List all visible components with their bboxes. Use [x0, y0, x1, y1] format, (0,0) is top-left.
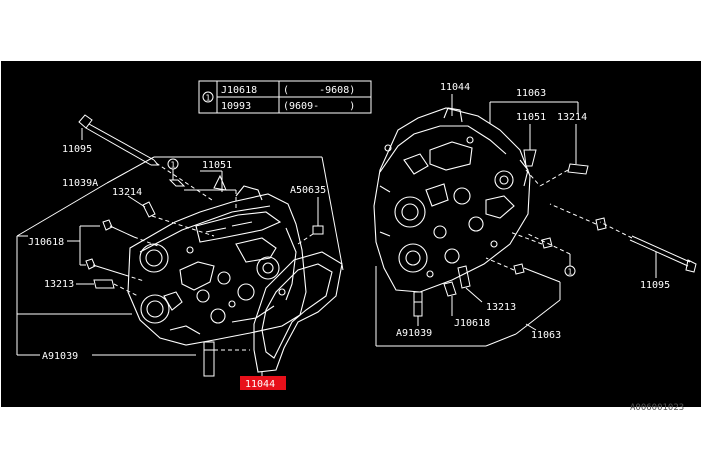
left-view: 11095 11039A 13214 1 11051 A50635 J10618 [16, 114, 344, 390]
left-plug-a50635-drawing [312, 225, 324, 235]
right-label-13213: 13213 [486, 302, 516, 313]
legend-row1-range: ( -9608) [283, 85, 355, 96]
left-label-11039a: 11039A [62, 178, 98, 189]
left-label-13213: 13213 [44, 279, 74, 290]
right-label-13214: 13214 [557, 112, 587, 123]
right-view: 11044 11063 11051 13214 11095 1 [373, 82, 697, 347]
right-label-j10618: J10618 [454, 318, 490, 329]
footer-diagram-code: A006001023 [630, 403, 684, 413]
legend-marker-number: 1 [206, 94, 211, 103]
right-circle-number: 1 [568, 268, 573, 277]
left-head-gasket-drawing [253, 251, 343, 373]
left-label-13214: 13214 [112, 187, 142, 198]
left-label-a91039: A91039 [42, 351, 78, 362]
left-bolt-13213-drawing [93, 279, 115, 289]
right-pin-a91039-drawing [413, 291, 423, 317]
left-label-a50635: A50635 [290, 185, 326, 196]
right-label-11063-top: 11063 [516, 88, 546, 99]
left-stud-11051-drawing [213, 174, 227, 191]
legend-table: 1 J10618 ( -9608) 10993 (9609- ) [198, 80, 372, 114]
left-label-11044[interactable]: 11044 [245, 379, 275, 390]
left-bolt-13214-drawing [142, 201, 156, 218]
right-label-a91039: A91039 [396, 328, 432, 339]
right-label-11044: 11044 [440, 82, 470, 93]
legend-row1-part: J10618 [221, 85, 257, 96]
right-bolt-lower-drawing [513, 263, 525, 275]
diagram-background [0, 60, 702, 408]
left-circle-number: 1 [171, 161, 176, 170]
left-label-j10618: J10618 [28, 237, 64, 248]
left-pin-a91039-drawing [203, 341, 215, 377]
right-label-11063-bottom: 11063 [531, 330, 561, 341]
right-bolt-upper-drawing [541, 237, 553, 249]
left-label-11051: 11051 [202, 160, 232, 171]
right-cylinder-head-drawing [373, 107, 531, 293]
left-label-11044-highlight[interactable] [240, 376, 286, 390]
left-bolt-11095-drawing [78, 114, 213, 201]
left-label-11095: 11095 [62, 144, 92, 155]
legend-row2-part: 10993 [221, 101, 251, 112]
left-cylinder-head-drawing [127, 185, 307, 346]
right-label-11051: 11051 [516, 112, 546, 123]
right-bolt-11095-drawing [549, 203, 697, 273]
right-label-11095: 11095 [640, 280, 670, 291]
legend-row2-range: (9609- ) [283, 101, 355, 112]
right-bolt-13213-drawing [457, 265, 471, 289]
right-bolt-j10618-drawing [443, 281, 457, 297]
right-stud-11051-drawing [523, 149, 537, 167]
legend-circle-marker [202, 91, 214, 103]
right-bolt-13214-drawing [567, 163, 589, 175]
